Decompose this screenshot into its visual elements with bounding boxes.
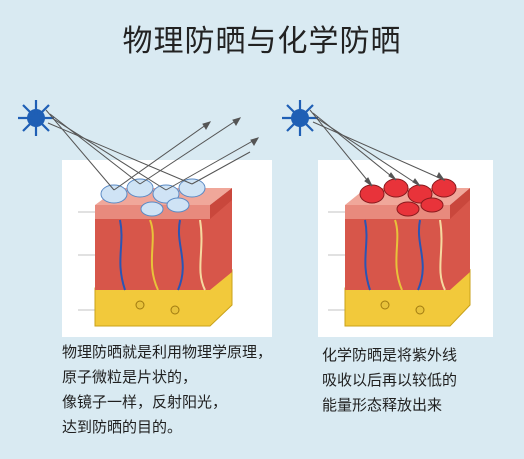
caption-line: 吸收以后再以较低的	[322, 371, 458, 389]
caption-line: 达到防晒的目的。	[62, 418, 183, 436]
caption-line: 像镜子一样，反射阳光，	[62, 393, 228, 411]
chemical-caption: 化学防晒是将紫外线 吸收以后再以较低的 能量形态释放出来	[322, 343, 512, 418]
physical-caption: 物理防晒就是利用物理学原理， 原子微粒是片状的， 像镜子一样，反射阳光， 达到防…	[62, 340, 302, 440]
absorbed-rays	[309, 109, 446, 187]
reflected-rays	[45, 109, 260, 191]
sun-icon	[18, 100, 54, 136]
caption-line: 原子微粒是片状的，	[62, 368, 198, 386]
physical-particles	[100, 178, 206, 217]
chemical-particles	[359, 178, 457, 217]
caption-line: 化学防晒是将紫外线	[322, 346, 458, 364]
page-title: 物理防晒与化学防晒	[122, 24, 402, 59]
caption-line: 能量形态释放出来	[322, 396, 443, 414]
caption-line: 物理防晒就是利用物理学原理，	[62, 343, 273, 361]
sun-icon	[282, 100, 318, 136]
